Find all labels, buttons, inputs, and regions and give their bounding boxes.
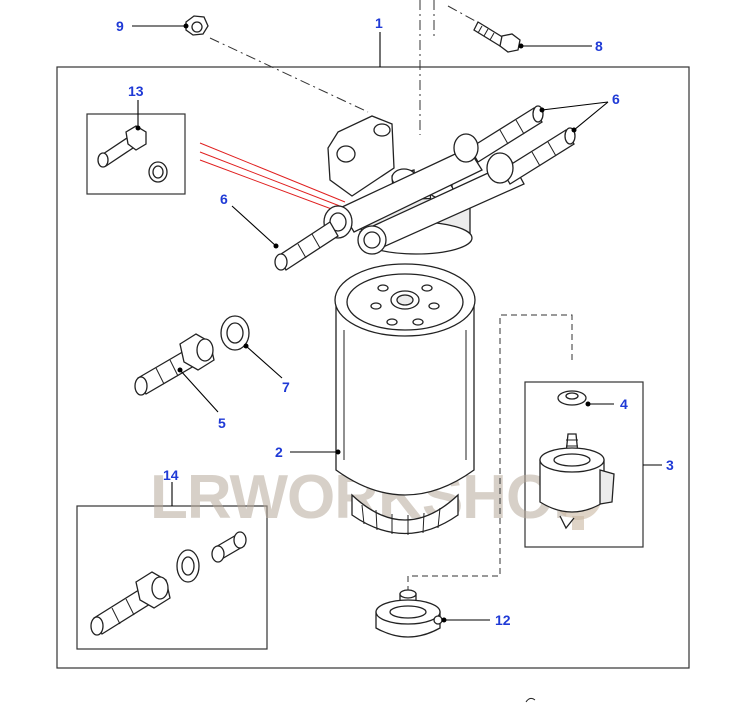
callout-12: 12 <box>495 612 511 628</box>
kit-14-contents <box>90 531 247 636</box>
connector-part-5 <box>134 333 215 396</box>
assembly-frame <box>56 66 690 669</box>
callout-13: 13 <box>128 83 144 99</box>
phantom-line-bolt <box>447 5 489 29</box>
water-sensor-part-3 <box>539 390 615 530</box>
connector-part-6-right-lower <box>486 127 576 185</box>
kit-13-contents <box>97 125 168 183</box>
connector-part-6-right-upper <box>453 105 544 163</box>
leader-lines <box>132 23 662 623</box>
callout-2: 2 <box>275 444 283 460</box>
callout-6-left: 6 <box>220 191 228 207</box>
nut-part-9 <box>185 15 209 36</box>
callout-4: 4 <box>620 396 628 412</box>
washer-part-7 <box>220 315 250 351</box>
callout-labels: 9 1 8 13 6 6 7 4 5 2 3 14 12 <box>116 15 674 628</box>
callout-7: 7 <box>282 379 290 395</box>
phantom-line-nut-to-head <box>209 37 369 113</box>
callout-6-right: 6 <box>612 91 620 107</box>
drain-part-12 <box>375 589 443 638</box>
connector-part-6-left <box>274 221 339 271</box>
kit-13-box <box>86 113 186 195</box>
bolt-part-8 <box>473 21 521 53</box>
head-tubes <box>323 147 525 255</box>
corner-mark <box>525 697 536 703</box>
callout-8: 8 <box>595 38 603 54</box>
callout-9: 9 <box>116 18 124 34</box>
highlight-lines <box>199 142 346 215</box>
sensor-dashed-route <box>407 314 573 595</box>
callout-3: 3 <box>666 457 674 473</box>
callout-14: 14 <box>163 467 179 483</box>
callout-5: 5 <box>218 415 226 431</box>
filter-element-part-2 <box>334 263 476 535</box>
callout-1: 1 <box>375 15 383 31</box>
